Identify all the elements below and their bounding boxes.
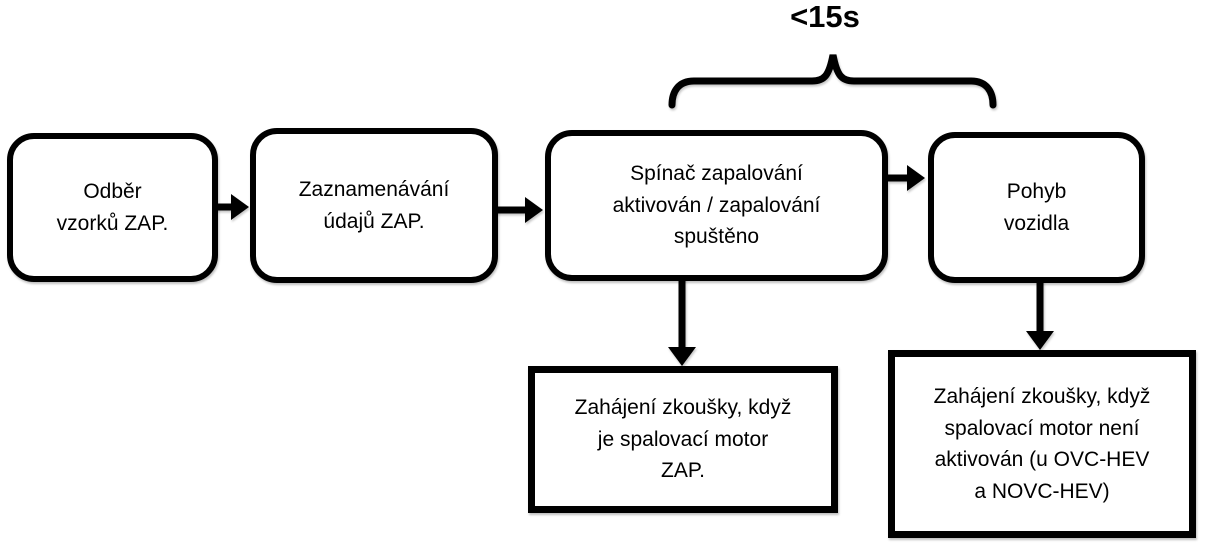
node-odber-vzorku: Odběr vzorků ZAP.: [7, 133, 218, 282]
arrow-movement-to-test-start: [1026, 280, 1054, 350]
node-pohyb-vozidla: Pohyb vozidla: [928, 132, 1145, 283]
node-zaznamenavani: Zaznamenávání údajů ZAP.: [250, 128, 498, 283]
node-label: Zaznamenávání údajů ZAP.: [298, 178, 450, 233]
node-spinac-zapalovani: Spínač zapalování aktivován / zapalování…: [545, 130, 888, 281]
node-label: Zahájení zkoušky, když je spalovací moto…: [574, 396, 792, 483]
arrow-ignition-to-test-start: [668, 278, 696, 366]
node-label: Zahájení zkoušky, když spalovací motor n…: [933, 385, 1151, 503]
arrow-ignition-to-movement: [888, 165, 925, 191]
node-label: Pohyb vozidla: [1003, 180, 1070, 235]
arrow-recording-to-ignition: [496, 197, 543, 223]
node-zahajeni-motor-neaktivni: Zahájení zkoušky, když spalovací motor n…: [888, 350, 1196, 538]
node-zahajeni-motor-zap: Zahájení zkoušky, když je spalovací moto…: [528, 366, 838, 513]
duration-label: <15s: [790, 0, 860, 34]
arrow-sampling-to-recording: [215, 194, 249, 220]
node-label: Odběr vzorků ZAP.: [56, 180, 169, 235]
duration-brace: [668, 54, 997, 109]
node-label: Spínač zapalování aktivován / zapalování…: [612, 162, 821, 249]
